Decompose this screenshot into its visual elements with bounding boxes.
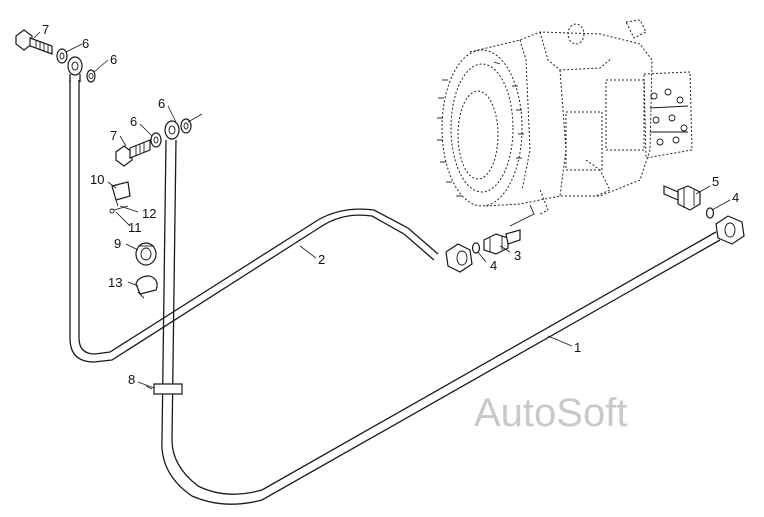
washer-6a — [56, 48, 68, 64]
pipe-clamp-8 — [145, 383, 183, 395]
callout-4-middle: 4 — [490, 258, 497, 273]
banjo-bolt-7-middle — [115, 139, 151, 167]
callout-11: 11 — [128, 220, 142, 235]
callout-8: 8 — [128, 372, 135, 387]
hose-nut-pipe-1 — [715, 215, 745, 245]
bracket-10 — [111, 181, 131, 207]
adapter-3 — [483, 229, 521, 255]
banjo-fitting-left — [15, 29, 96, 83]
callout-7-middle: 7 — [110, 128, 117, 143]
pipe-2 — [69, 80, 439, 363]
banjo-bolt-7-left — [15, 29, 53, 55]
callout-6-middle-a: 6 — [158, 96, 165, 111]
callout-13: 13 — [108, 275, 122, 290]
callout-5: 5 — [712, 174, 719, 189]
washer-6c — [150, 132, 162, 148]
callout-4-right: 4 — [732, 190, 739, 205]
grommet-9 — [135, 242, 157, 266]
transmission-housing — [437, 19, 693, 227]
callouts: 7 6 6 6 6 7 10 12 11 9 13 8 2 1 3 4 5 4 — [42, 22, 739, 387]
leader-lines — [33, 31, 731, 389]
callout-9: 9 — [114, 236, 121, 251]
callout-1: 1 — [574, 340, 581, 355]
callout-3: 3 — [514, 248, 521, 263]
watermark: AutoSoft — [474, 391, 627, 435]
hose-nut-pipe-2 — [445, 243, 473, 273]
callout-6-middle-b: 6 — [130, 114, 137, 129]
callout-6-top-b: 6 — [110, 52, 117, 67]
adapter-5 — [663, 185, 701, 211]
banjo-fitting-middle — [115, 118, 192, 167]
callout-7-top: 7 — [42, 22, 49, 37]
bolt-11-12 — [109, 205, 129, 214]
washer-6b — [86, 69, 96, 83]
washer-6d — [180, 118, 192, 134]
callout-6-top-a: 6 — [82, 36, 89, 51]
o-ring-4-middle — [471, 242, 481, 254]
clip-13 — [135, 275, 158, 299]
pipe-1 — [161, 139, 721, 505]
callout-10: 10 — [90, 172, 104, 187]
callout-12: 12 — [142, 206, 156, 221]
callout-2: 2 — [318, 252, 325, 267]
o-ring-4-right — [705, 207, 715, 219]
